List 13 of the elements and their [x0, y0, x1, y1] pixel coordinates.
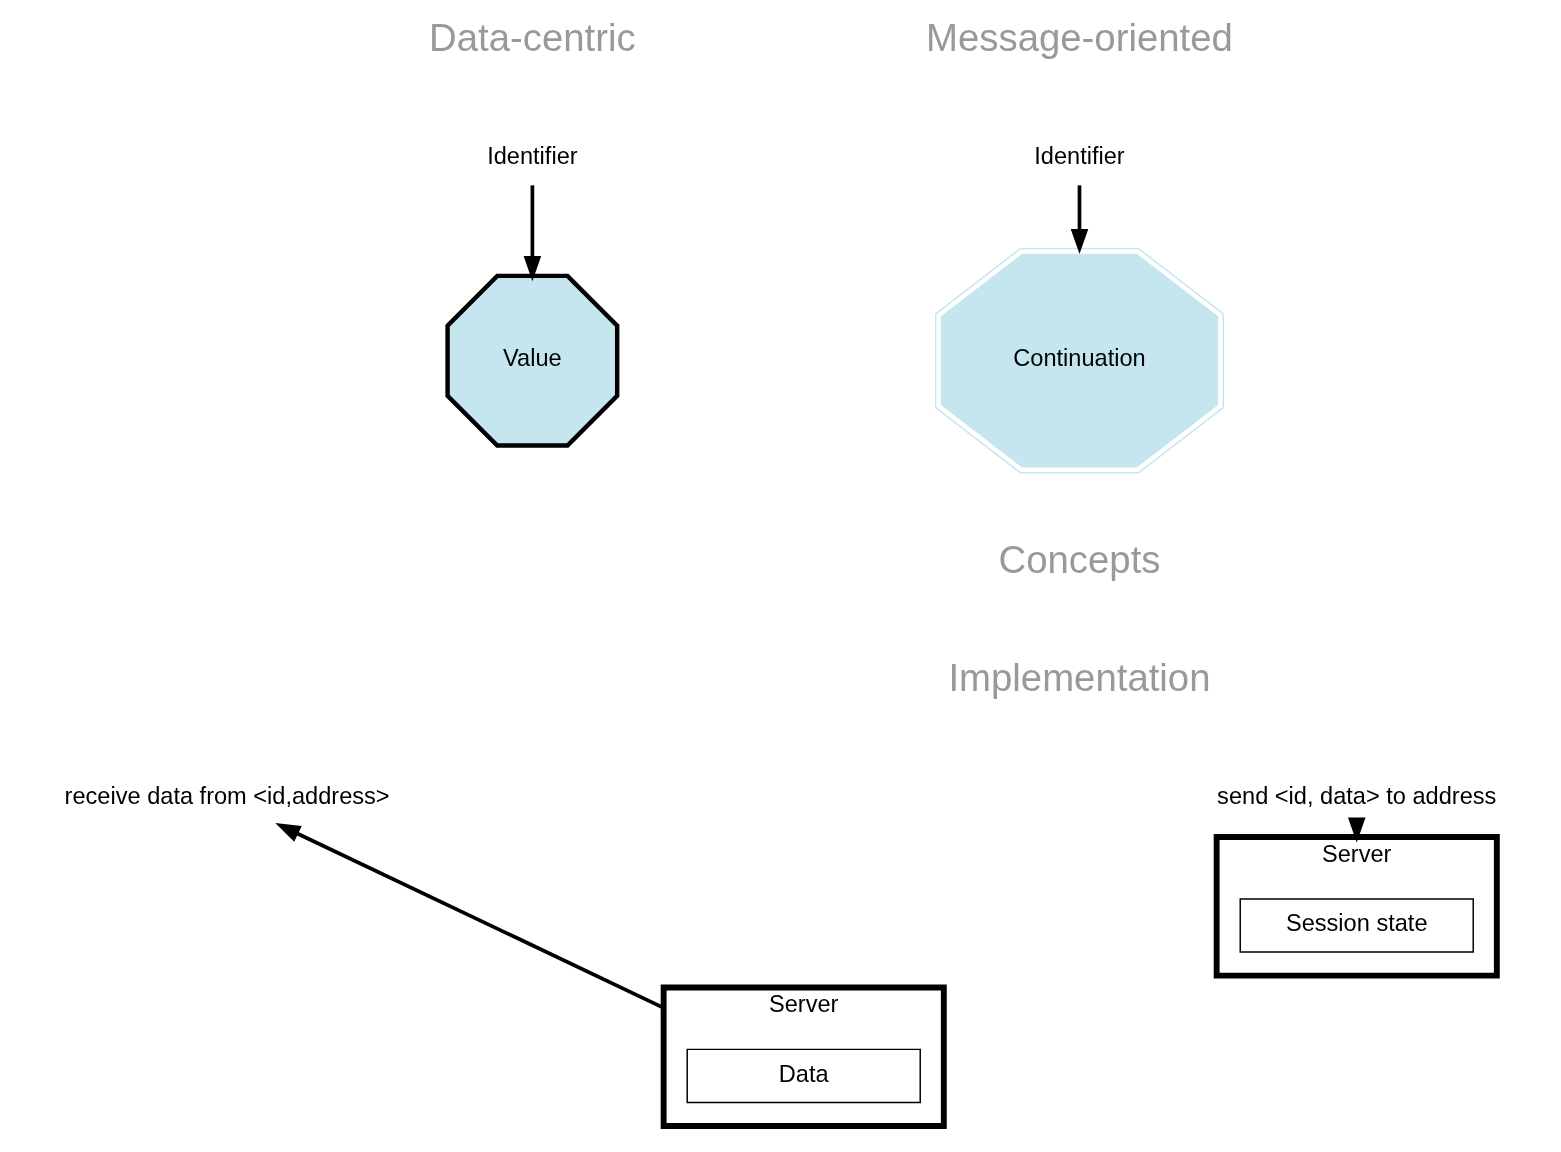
- label: Implementation: [948, 655, 1211, 699]
- arrow: [1070, 185, 1089, 255]
- node-box: Session state: [1239, 898, 1474, 953]
- arrow: [523, 185, 542, 282]
- node-text: Identifier: [487, 143, 578, 170]
- arrow: [1347, 817, 1366, 843]
- label: Data-centric: [429, 15, 636, 59]
- node-text: Identifier: [1034, 143, 1125, 170]
- node-text: receive data from <id,address>: [64, 783, 390, 810]
- label: Concepts: [998, 537, 1161, 581]
- node-box: Data: [686, 1048, 921, 1104]
- label: Message-oriented: [926, 15, 1233, 59]
- node-text: send <id, data> to address: [1217, 783, 1497, 810]
